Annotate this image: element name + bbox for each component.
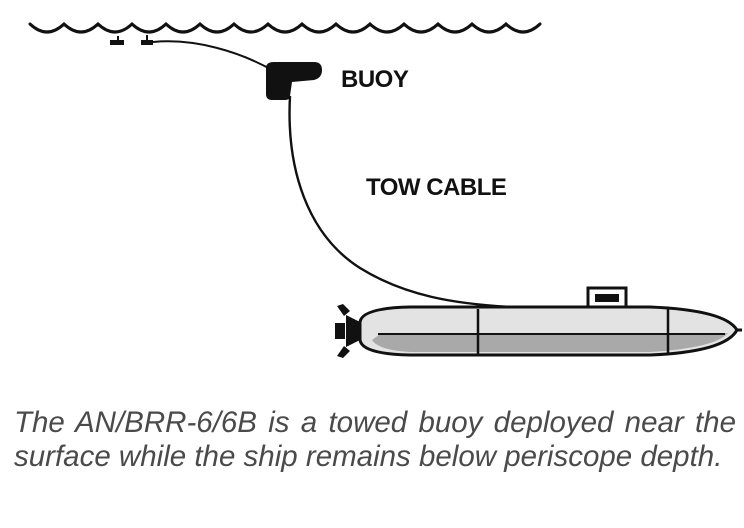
submarine-hull-lower-band bbox=[372, 333, 728, 352]
submarine-icon bbox=[335, 286, 742, 358]
antenna-lead bbox=[152, 40, 273, 71]
towed-buoy-diagram: BUOY TOW CABLE bbox=[28, 21, 742, 358]
surface-antenna-marks bbox=[110, 35, 153, 45]
buoy-label: BUOY bbox=[341, 66, 409, 93]
sea-surface-wave bbox=[28, 21, 542, 34]
submarine-stern bbox=[346, 315, 360, 347]
tow-cable-label: TOW CABLE bbox=[366, 174, 507, 201]
tow-cable bbox=[288, 95, 513, 309]
figure-caption: The AN/BRR-6/6B is a towed buoy deployed… bbox=[14, 406, 736, 473]
buoy-icon bbox=[266, 62, 322, 100]
